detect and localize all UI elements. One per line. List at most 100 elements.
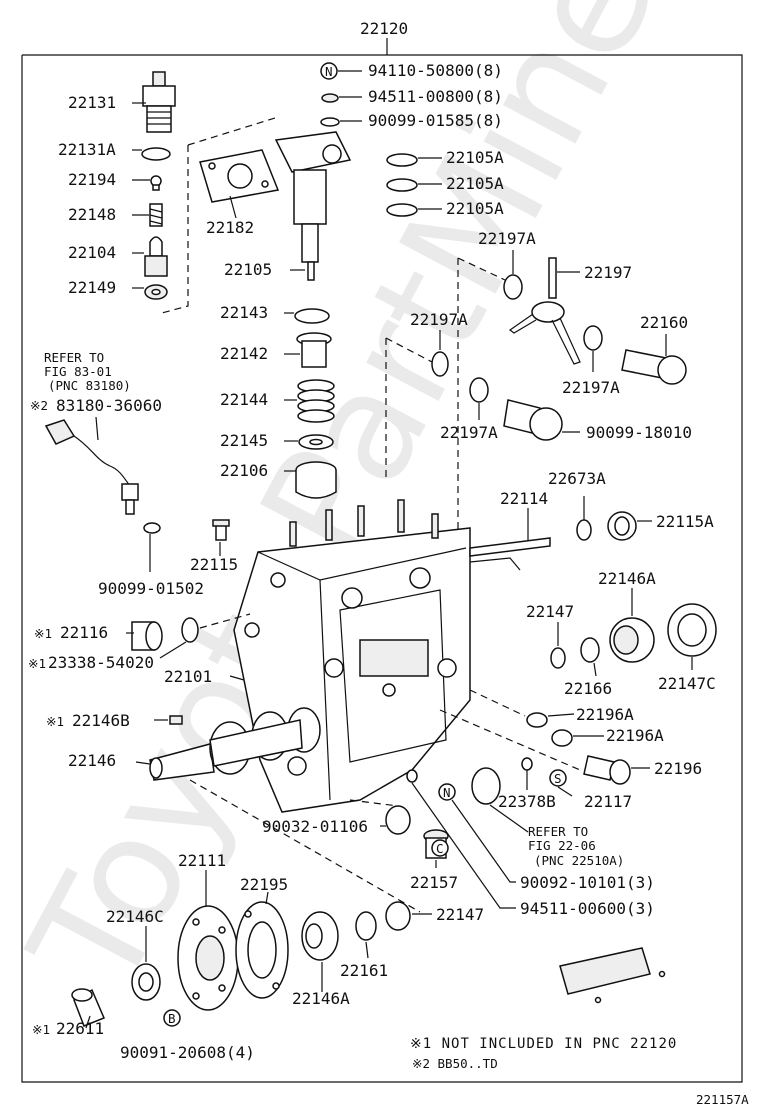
part-22105A-3[interactable]	[386, 203, 418, 217]
part-22197A-top[interactable]	[503, 274, 523, 300]
label-23338-54020: 23338-54020	[48, 653, 154, 672]
label-94511-00600: 94511-00600(3)	[520, 899, 655, 918]
label-22149: 22149	[68, 278, 116, 297]
part-22143[interactable]	[294, 308, 330, 324]
part-22378B[interactable]	[521, 757, 533, 771]
label-90091-20608: 90091-20608(4)	[120, 1043, 255, 1062]
part-22116[interactable]	[131, 621, 163, 651]
part-90092-10101[interactable]	[471, 767, 501, 805]
part-22104[interactable]	[144, 236, 168, 277]
note-2: ※2 BB50..TD	[412, 1056, 498, 1071]
refer-83-01-line3: (PNC 83180)	[48, 378, 131, 393]
mark-s: S	[554, 771, 562, 786]
part-22148[interactable]	[149, 203, 163, 227]
part-22115[interactable]	[212, 519, 230, 541]
part-22197A-left[interactable]	[469, 377, 489, 403]
label-22194: 22194	[68, 170, 116, 189]
refer-83-01-line2: FIG 83-01	[44, 364, 112, 379]
part-22146A-bottom[interactable]	[301, 911, 339, 961]
part-22144[interactable]	[297, 379, 335, 423]
label-22197A-mid: 22197A	[410, 310, 468, 329]
part-22105A-1[interactable]	[386, 153, 418, 167]
part-22147C[interactable]	[667, 603, 717, 657]
part-22161[interactable]	[355, 911, 377, 941]
label-22195: 22195	[240, 875, 288, 894]
label-22105A-2: 22105A	[446, 174, 504, 193]
label-22105: 22105	[224, 260, 272, 279]
part-22131A[interactable]	[141, 147, 171, 161]
refer-83-01-line1: REFER TO	[44, 350, 104, 365]
part-22146A-right[interactable]	[609, 617, 655, 663]
part-22197A-right[interactable]	[583, 325, 603, 351]
label-22673A: 22673A	[548, 469, 606, 488]
part-22673A[interactable]	[576, 519, 592, 541]
label-22111: 22111	[178, 851, 226, 870]
part-22196A-2[interactable]	[551, 729, 573, 747]
part-22146B[interactable]	[169, 715, 183, 725]
label-22197A-top: 22197A	[478, 229, 536, 248]
part-22197[interactable]	[508, 257, 581, 365]
mark-n2: N	[443, 785, 451, 800]
part-22160[interactable]	[621, 349, 687, 385]
part-22101-housing[interactable]	[233, 527, 471, 813]
label-22105A-3: 22105A	[446, 199, 504, 218]
mark-b: B	[168, 1011, 176, 1026]
label-22146C: 22146C	[106, 907, 164, 926]
part-22195[interactable]	[235, 901, 289, 999]
part-94511-00600[interactable]	[406, 769, 418, 783]
part-83180-36060[interactable]	[44, 419, 139, 515]
label-83180-36060: 83180-36060	[56, 396, 162, 415]
part-22111[interactable]	[177, 905, 239, 1011]
label-22196A-1: 22196A	[576, 705, 634, 724]
part-22146-camshaft[interactable]	[149, 707, 321, 781]
label-94110: 94110-50800(8)	[368, 61, 503, 80]
part-22114[interactable]	[469, 537, 551, 571]
part-90099-01502[interactable]	[143, 522, 161, 534]
part-94511-00800[interactable]	[321, 93, 339, 103]
ref-mark-1d: ※1	[32, 1022, 50, 1037]
part-22142[interactable]	[296, 332, 332, 368]
part-23338-54020[interactable]	[181, 617, 199, 643]
part-22149[interactable]	[144, 284, 168, 300]
part-22105A-2[interactable]	[386, 178, 418, 192]
part-22196[interactable]	[583, 755, 631, 785]
part-22106[interactable]	[295, 461, 337, 499]
part-22115A[interactable]	[607, 511, 637, 541]
refer-22-06-line3: (PNC 22510A)	[534, 853, 624, 868]
label-90099-01585: 90099-01585(8)	[368, 111, 503, 130]
part-22182[interactable]	[199, 149, 280, 203]
part-22131[interactable]	[142, 71, 176, 133]
label-22378B: 22378B	[498, 792, 556, 811]
label-22116: 22116	[60, 623, 108, 642]
ref-mark-2: ※2	[30, 398, 48, 413]
label-22145: 22145	[220, 431, 268, 450]
label-22146: 22146	[68, 751, 116, 770]
part-name-plate[interactable]	[559, 947, 666, 1004]
label-22147C: 22147C	[658, 674, 716, 693]
part-22194[interactable]	[150, 175, 162, 191]
part-22146C[interactable]	[131, 963, 161, 1001]
label-22146A-right: 22146A	[598, 569, 656, 588]
label-90092-10101: 90092-10101(3)	[520, 873, 655, 892]
label-22147-bottom: 22147	[436, 905, 484, 924]
frame	[21, 38, 743, 1083]
part-90099-01585[interactable]	[320, 117, 340, 127]
label-94511-00800: 94511-00800(8)	[368, 87, 503, 106]
label-22182: 22182	[206, 218, 254, 237]
part-22166[interactable]	[580, 637, 600, 663]
label-22115A: 22115A	[656, 512, 714, 531]
label-22197: 22197	[584, 263, 632, 282]
part-22611[interactable]	[71, 988, 105, 1027]
mark-c: C	[436, 841, 444, 856]
part-90032-01106[interactable]	[385, 805, 411, 835]
part-90099-18010[interactable]	[503, 399, 563, 441]
part-22196A-1[interactable]	[526, 712, 548, 728]
refer-22-06-line1: REFER TO	[528, 824, 588, 839]
refer-22-06-line2: FIG 22-06	[528, 838, 596, 853]
part-22147-right[interactable]	[550, 647, 566, 669]
part-22105[interactable]	[274, 131, 352, 281]
part-22197A-mid[interactable]	[431, 351, 449, 377]
part-22145[interactable]	[298, 434, 334, 450]
part-22147-bottom[interactable]	[385, 901, 411, 931]
